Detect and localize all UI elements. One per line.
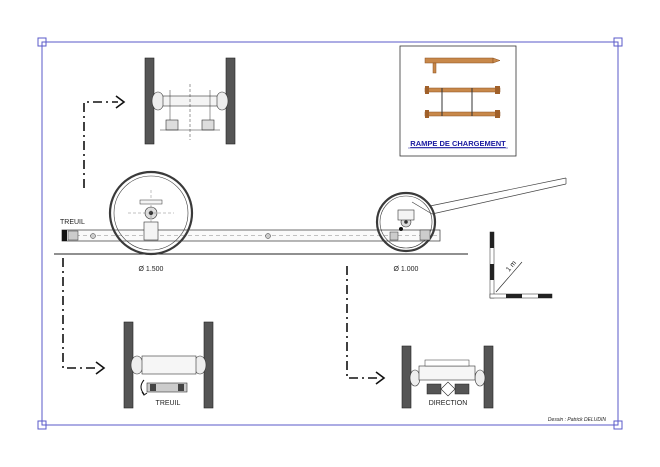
direction-detail-view: DIRECTION bbox=[401, 345, 494, 409]
sheet-border bbox=[37, 37, 623, 430]
leader-direction bbox=[346, 266, 386, 385]
leader-treuil bbox=[62, 258, 106, 375]
rampe-panel: RAMPE DE CHARGEMENT bbox=[399, 45, 517, 157]
chassis-beam bbox=[61, 229, 441, 242]
small-wheel-diameter: Ø 1.000 bbox=[394, 266, 419, 273]
tow-bar bbox=[411, 177, 567, 215]
top-detail-view bbox=[144, 57, 236, 145]
large-wheel-diameter: Ø 1.500 bbox=[139, 266, 164, 273]
rampe-side-view bbox=[424, 57, 501, 74]
drawing-credit: Dessin : Patrick DELUDIN bbox=[548, 417, 606, 423]
treuil-label: TREUIL bbox=[60, 219, 85, 226]
winch-drum bbox=[67, 230, 79, 241]
rampe-top-view bbox=[424, 86, 501, 118]
direction-detail-label: DIRECTION bbox=[429, 400, 468, 407]
winch-spool bbox=[146, 382, 188, 393]
treuil-detail-label: TREUIL bbox=[156, 400, 181, 407]
treuil-detail-view: TREUIL bbox=[123, 321, 214, 409]
small-wheel bbox=[375, 191, 437, 253]
rampe-title: RAMPE DE CHARGEMENT bbox=[410, 139, 506, 148]
scale-marker: 1 m bbox=[489, 231, 553, 299]
large-wheel bbox=[108, 170, 194, 256]
leader-top bbox=[83, 95, 126, 188]
main-side-view: TREUIL Ø 1.500 Ø 1.000 bbox=[54, 170, 567, 273]
scale-label: 1 m bbox=[505, 260, 518, 274]
